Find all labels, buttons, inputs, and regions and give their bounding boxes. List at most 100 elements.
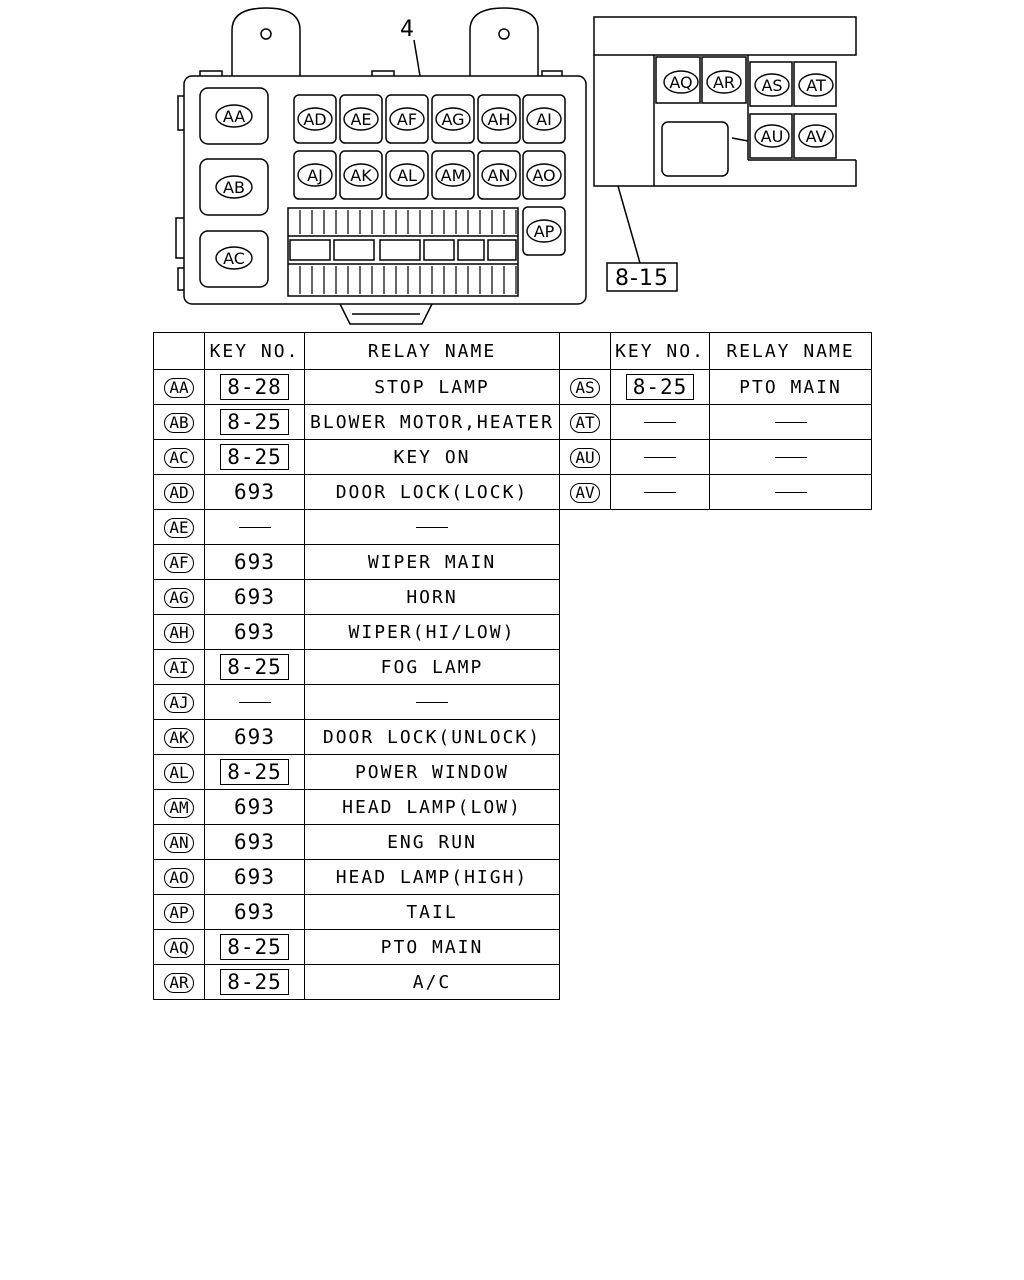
relay-code-cell: AE (153, 509, 205, 545)
empty-dash (238, 527, 271, 528)
relay-name-cell (709, 404, 872, 440)
socket-oval (481, 107, 517, 131)
socket-label: AS (754, 73, 790, 97)
empty-dash (774, 492, 807, 493)
relay-name-cell (304, 684, 560, 720)
key-no: 693 (234, 865, 275, 889)
relay-name: ENG RUN (387, 831, 477, 853)
relay-name-cell: ENG RUN (304, 824, 560, 860)
key-no: 693 (234, 620, 275, 644)
socket-label: AD (297, 107, 333, 131)
socket-code: AV (806, 127, 827, 146)
header-key-no: KEY NO. (610, 332, 710, 370)
table-row: AU (559, 439, 872, 475)
empty-dash (416, 702, 448, 703)
key-no: 8-25 (220, 654, 289, 680)
socket-label: AM (435, 163, 471, 187)
socket-oval (215, 104, 253, 128)
relay-code-cell: AA (153, 369, 205, 405)
relay-name: A/C (412, 971, 452, 993)
relay-code: AH (164, 622, 194, 643)
relay-code: AP (164, 902, 194, 923)
socket-label: AR (706, 70, 742, 94)
socket-code: AE (350, 110, 371, 129)
socket-code: AS (761, 76, 782, 95)
key-no: 693 (234, 585, 275, 609)
relay-name-cell: POWER WINDOW (304, 754, 560, 790)
key-no: 8-25 (220, 969, 289, 995)
socket-label: AL (389, 163, 425, 187)
relay-name: DOOR LOCK(UNLOCK) (322, 726, 542, 748)
relay-code: AT (570, 412, 600, 433)
relay-name: WIPER MAIN (367, 551, 497, 573)
socket-label: AH (481, 107, 517, 131)
empty-dash (644, 422, 676, 423)
relay-name-cell: FOG LAMP (304, 649, 560, 685)
relay-code: AJ (164, 692, 194, 713)
socket-label: AB (215, 175, 253, 199)
relay-name-cell (304, 509, 560, 545)
relay-name: WIPER(HI/LOW) (348, 621, 516, 643)
key-no-cell: 8-25 (204, 404, 305, 440)
relay-name: BLOWER MOTOR,HEATER (310, 411, 554, 433)
relay-name-cell: PTO MAIN (304, 929, 560, 965)
socket-code: AT (806, 76, 826, 95)
socket-code: AK (350, 166, 372, 185)
key-no-cell: 693 (204, 859, 305, 895)
relay-code-cell: AN (153, 824, 205, 860)
socket-oval (481, 163, 517, 187)
header-code (153, 332, 205, 370)
socket-oval (389, 107, 425, 131)
relay-name: FOG LAMP (380, 656, 484, 678)
relay-code: AE (164, 517, 194, 538)
socket-label: AE (343, 107, 379, 131)
relay-name: KEY ON (393, 446, 471, 468)
relay-code-cell: AC (153, 439, 205, 475)
relay-code-cell: AL (153, 754, 205, 790)
socket-oval (435, 107, 471, 131)
relay-code: AS (570, 377, 600, 398)
table-row: AH 693 WIPER(HI/LOW) (153, 614, 560, 650)
socket-label: AQ (663, 70, 699, 94)
header-code (559, 332, 611, 370)
callout-8-15: 8-15 (615, 266, 669, 291)
key-no-cell: 693 (204, 894, 305, 930)
relay-code-cell: AO (153, 859, 205, 895)
relay-name: TAIL (406, 901, 458, 923)
table-row: AV (559, 474, 872, 510)
key-no: 8-25 (220, 759, 289, 785)
key-no-cell (610, 404, 710, 440)
socket-code: AH (488, 110, 511, 129)
socket-oval (343, 107, 379, 131)
table-row: AJ (153, 684, 560, 720)
socket-code: AL (397, 166, 417, 185)
socket-oval (389, 163, 425, 187)
socket-code: AM (441, 166, 466, 185)
header-relay-name: RELAY NAME (304, 332, 560, 370)
key-no-cell: 8-25 (204, 754, 305, 790)
socket-code: AG (441, 110, 464, 129)
socket-oval (663, 70, 699, 94)
key-no: 693 (234, 725, 275, 749)
socket-code: AN (488, 166, 511, 185)
socket-label: AV (798, 124, 834, 148)
relay-code: AO (164, 867, 194, 888)
relay-name-cell: STOP LAMP (304, 369, 560, 405)
key-no-cell: 693 (204, 824, 305, 860)
key-no: 693 (234, 900, 275, 924)
relay-name: POWER WINDOW (354, 761, 510, 783)
header-key-no: KEY NO. (204, 332, 305, 370)
key-no: 693 (234, 830, 275, 854)
table-row: AL 8-25 POWER WINDOW (153, 754, 560, 790)
socket-code: AA (223, 107, 245, 126)
socket-code: AP (534, 222, 555, 241)
relay-name: HEAD LAMP(LOW) (342, 796, 522, 818)
socket-oval (526, 163, 562, 187)
